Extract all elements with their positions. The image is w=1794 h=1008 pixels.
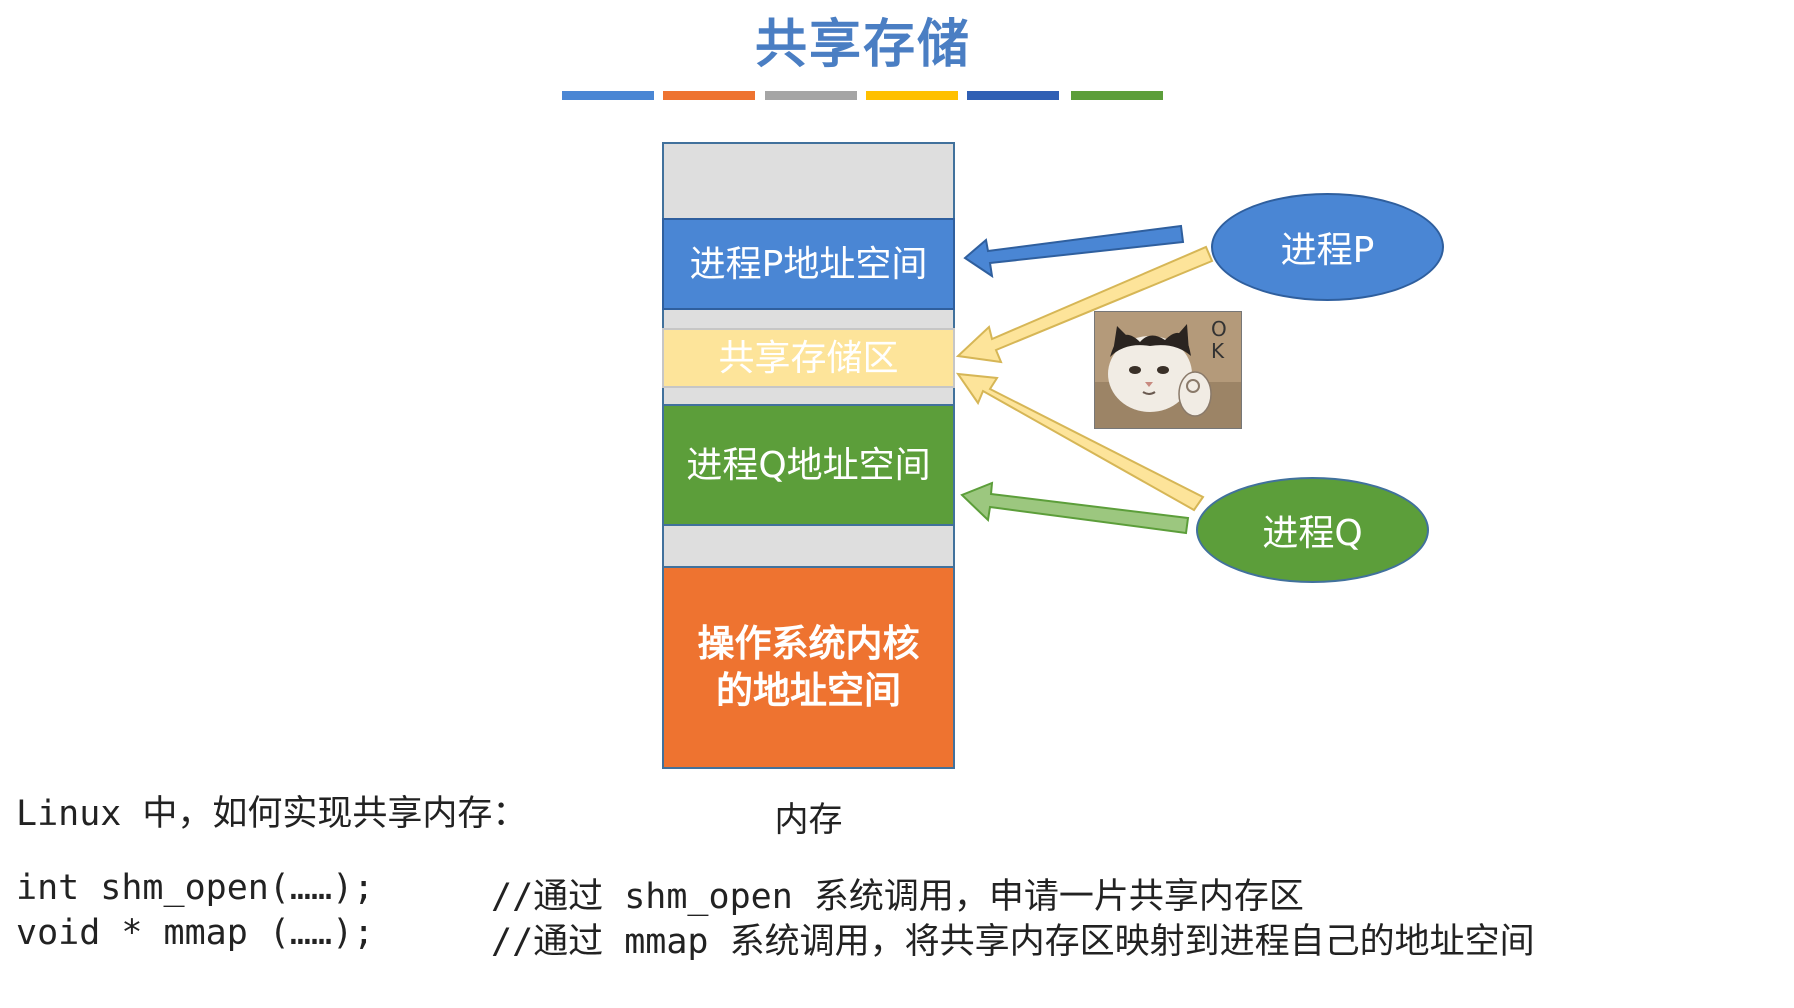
comment-mmap: //通过 mmap 系统调用，将共享内存区映射到进程自己的地址空间	[491, 922, 1535, 962]
process-p-address-space: 进程P地址空间	[662, 218, 955, 310]
color-bar-segment	[765, 91, 857, 100]
color-bar-segment	[1071, 91, 1163, 100]
process-q-ellipse: 进程Q	[1196, 477, 1429, 583]
code-shm-open: int shm_open(……);	[16, 868, 375, 908]
arrow-p-to-shared	[955, 245, 1214, 364]
page-title: 共享存储	[754, 15, 971, 75]
color-bar-segment	[866, 91, 958, 100]
os-kernel-address-space: 操作系统内核 的地址空间	[662, 566, 955, 769]
arrow-q-to-address-space	[960, 481, 1190, 535]
code-mmap: void * mmap (……);	[16, 913, 375, 953]
process-p-ellipse: 进程P	[1211, 193, 1444, 301]
shared-memory-region: 共享存储区	[662, 328, 955, 388]
comment-shm-open: //通过 shm_open 系统调用，申请一片共享内存区	[491, 877, 1304, 917]
color-bar-segment	[967, 91, 1059, 100]
os-kernel-label-line1: 操作系统内核	[697, 622, 920, 666]
arrow-p-to-address-space	[963, 224, 1185, 279]
process-q-address-space: 进程Q地址空间	[662, 404, 955, 526]
sticker-ok-text: OK	[1211, 317, 1227, 363]
os-kernel-label-line2: 的地址空间	[716, 668, 901, 712]
question-text: Linux 中，如何实现共享内存：	[16, 794, 528, 834]
cat-ok-sticker-image: OK	[1094, 311, 1242, 429]
color-bar-segment	[663, 91, 755, 100]
memory-label: 内存	[774, 800, 843, 840]
arrow-q-to-shared	[955, 372, 1205, 512]
color-bar-segment	[562, 91, 654, 100]
